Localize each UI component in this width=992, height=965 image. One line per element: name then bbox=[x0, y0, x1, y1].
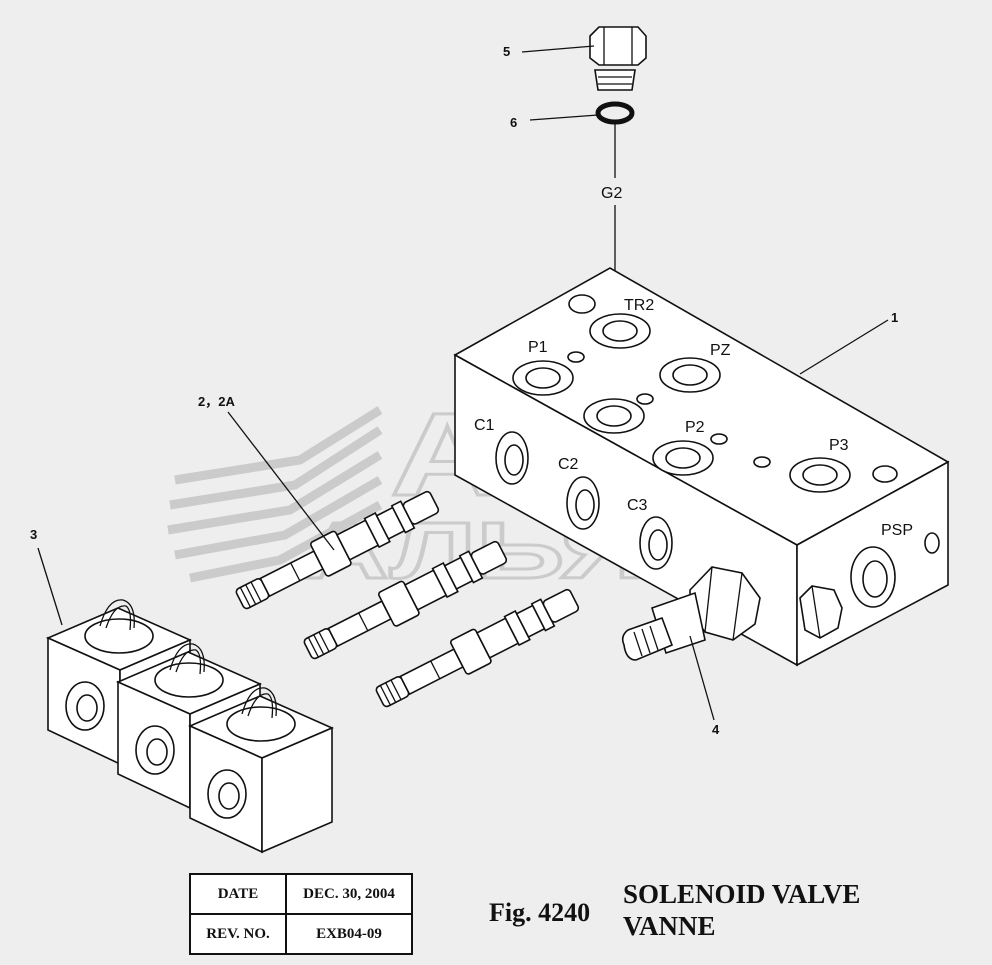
part-4-fitting bbox=[621, 566, 761, 661]
leader-lines bbox=[37, 45, 889, 721]
figure-title: SOLENOID VALVE VANNE bbox=[623, 878, 860, 942]
callout-1: 1 bbox=[891, 310, 898, 325]
port-label-c3: C3 bbox=[627, 497, 648, 514]
port-label-p3: P3 bbox=[829, 437, 849, 454]
revision-row-date: DATE DEC. 30, 2004 bbox=[189, 873, 413, 915]
port-pz-hole bbox=[659, 357, 721, 393]
side-plug bbox=[799, 585, 843, 639]
part-5-hex-plug bbox=[589, 26, 647, 91]
rev-value: EXB04-09 bbox=[285, 913, 413, 955]
port-label-c2: C2 bbox=[558, 456, 579, 473]
figure-title-line2: VANNE bbox=[623, 911, 716, 941]
revision-table: DATE DEC. 30, 2004 REV. NO. EXB04-09 bbox=[189, 873, 413, 955]
rev-label: REV. NO. bbox=[189, 913, 287, 955]
port-p2-hole bbox=[652, 440, 714, 476]
callout-5: 5 bbox=[503, 44, 510, 59]
part-2-cartridges bbox=[235, 490, 580, 708]
port-label-p2: P2 bbox=[685, 419, 705, 436]
valve-cartridge bbox=[375, 588, 580, 708]
port-c2-hole bbox=[566, 476, 600, 530]
port-label-pz: PZ bbox=[710, 342, 731, 359]
port-label-c1: C1 bbox=[474, 417, 495, 434]
port-psp-hole bbox=[850, 546, 896, 608]
port-p1-hole bbox=[512, 360, 574, 396]
part-3-solenoid-coils bbox=[46, 599, 334, 854]
port-label-psp: PSP bbox=[881, 522, 913, 539]
figure-number: Fig. 4240 bbox=[489, 898, 591, 927]
callout-4: 4 bbox=[712, 722, 720, 737]
revision-row-rev: REV. NO. EXB04-09 bbox=[189, 913, 413, 955]
callout-3: 3 bbox=[30, 527, 37, 542]
valve-cartridge bbox=[303, 540, 508, 660]
date-label: DATE bbox=[189, 873, 287, 915]
port-label-g2: G2 bbox=[601, 185, 622, 202]
part-6-o-ring bbox=[595, 101, 635, 125]
port-g2-hole bbox=[583, 398, 645, 434]
port-label-tr2: TR2 bbox=[624, 297, 654, 314]
port-c1-hole bbox=[495, 431, 529, 485]
valve-cartridge bbox=[235, 490, 440, 610]
part-1-valve-block bbox=[453, 267, 950, 667]
figure-title-line1: SOLENOID VALVE bbox=[623, 879, 861, 909]
port-c3-hole bbox=[639, 516, 673, 570]
date-value: DEC. 30, 2004 bbox=[285, 873, 413, 915]
port-p3-hole bbox=[789, 457, 851, 493]
solenoid-coil bbox=[188, 687, 334, 854]
callout-6: 6 bbox=[510, 115, 517, 130]
watermark-logo-icon bbox=[167, 406, 383, 583]
port-label-p1: P1 bbox=[528, 339, 548, 356]
port-tr2-hole bbox=[589, 313, 651, 349]
callout-2-2a: 2，2A bbox=[198, 394, 235, 409]
